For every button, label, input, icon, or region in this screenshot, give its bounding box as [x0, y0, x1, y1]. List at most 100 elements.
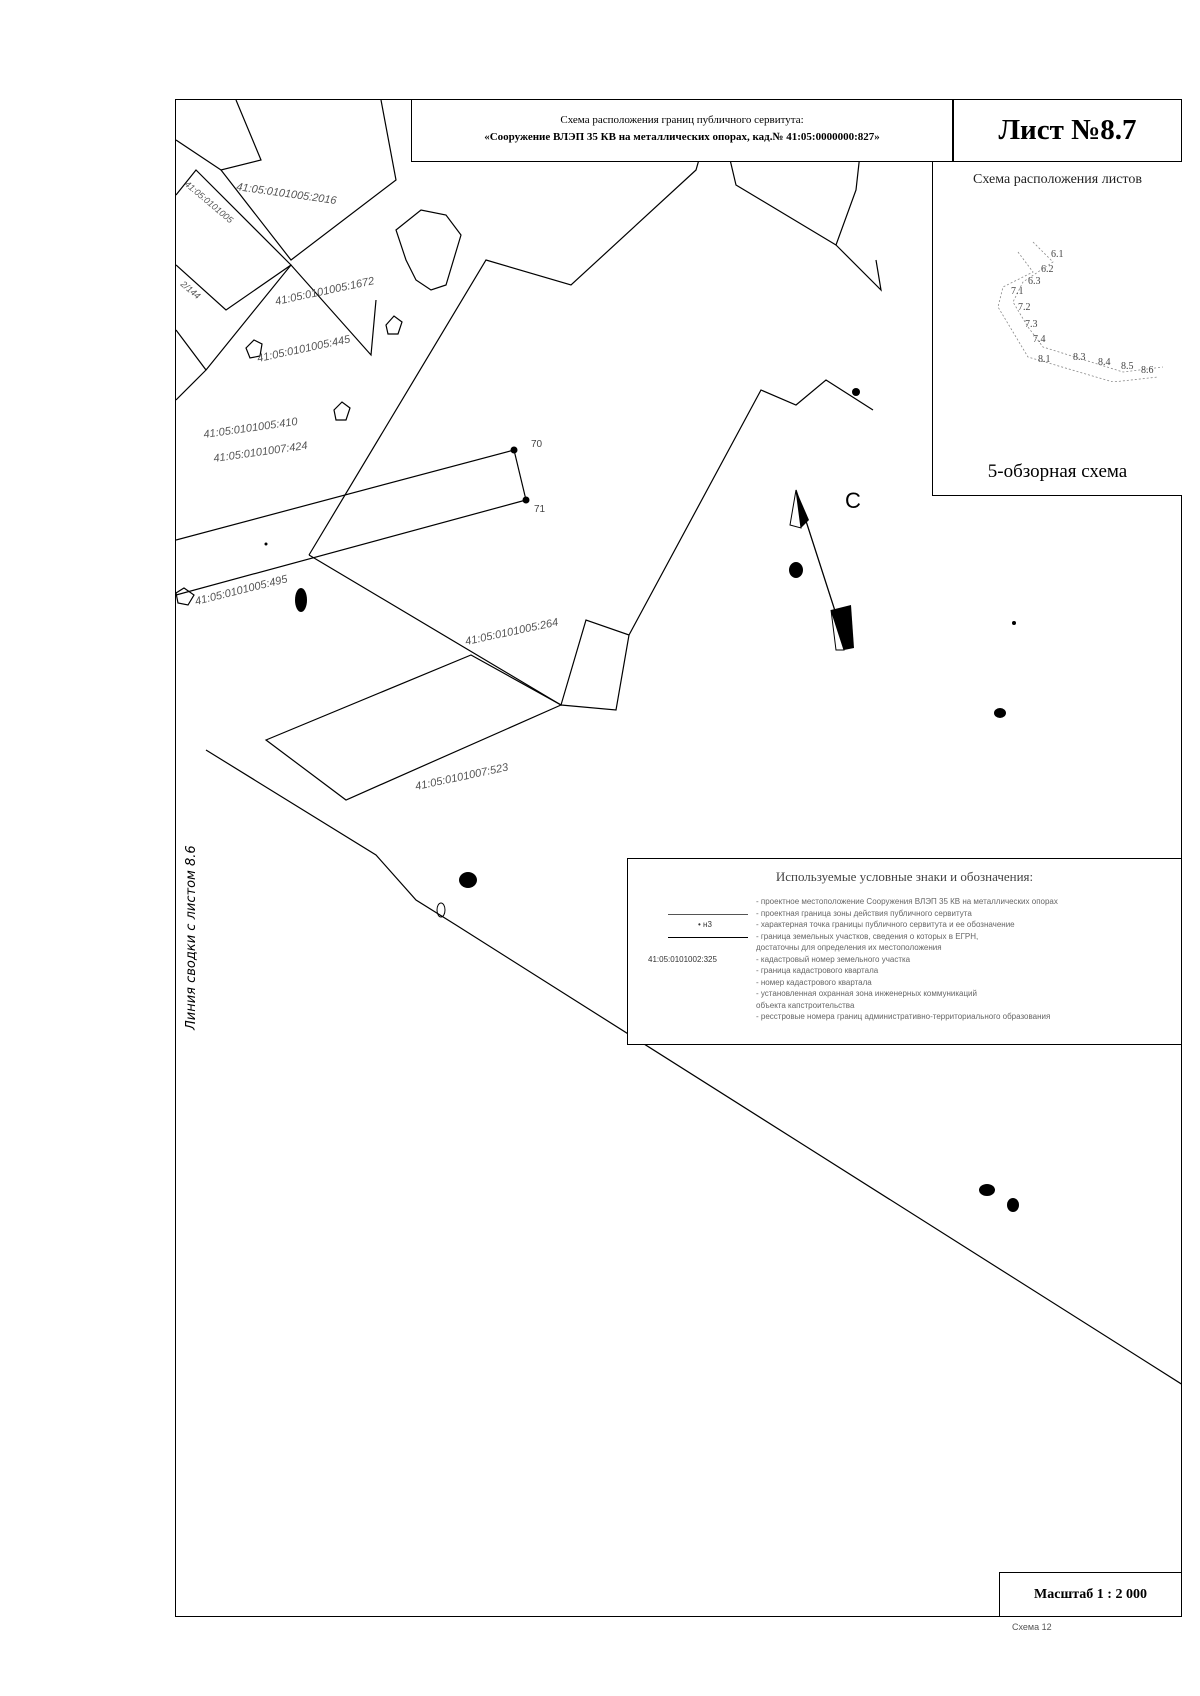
legend-symbol	[668, 1001, 748, 1012]
legend-row: - проектная граница зоны действия публич…	[628, 909, 1175, 920]
sheet-number: Лист №8.7	[953, 99, 1182, 162]
north-label: С	[845, 488, 861, 513]
legend-symbol-label: 41:05:0101002:325	[648, 954, 717, 964]
overview-sheet-label: 8.6	[1141, 365, 1154, 376]
overview-panel: Схема расположения листов 6.1 6.2 6.3 7.…	[932, 162, 1182, 496]
legend-text: - проектная граница зоны действия публич…	[756, 908, 972, 918]
overview-sheet-label: 8.4	[1098, 357, 1111, 368]
legend-row: - проектное местоположение Сооружения ВЛ…	[628, 897, 1175, 908]
map-title-line1: Схема расположения границ публичного сер…	[560, 114, 804, 126]
legend-panel: Используемые условные знаки и обозначени…	[627, 858, 1182, 1045]
legend-title: Используемые условные знаки и обозначени…	[775, 869, 1034, 884]
parcel-label-495[interactable]: 41:05:0101005:495	[194, 573, 290, 608]
parcel-label-424[interactable]: 41:05:0101007:424	[213, 440, 309, 465]
parcel-label-2016[interactable]: 41:05:0101005:2016	[236, 181, 338, 207]
point-70-marker[interactable]	[510, 446, 518, 454]
map-mark	[264, 542, 268, 546]
legend-text: - ресстровые номера границ административ…	[756, 1012, 1051, 1021]
servitude-line-upper	[176, 449, 515, 541]
servitude-line-lower	[176, 499, 527, 596]
point-label-71: 71	[534, 504, 546, 515]
legend-symbol	[668, 897, 748, 908]
parcel-label-left-small[interactable]: 2/144	[178, 278, 202, 301]
legend-symbol	[668, 932, 748, 943]
map-title-box: Схема расположения границ публичного сер…	[411, 99, 953, 162]
parcel-label-264[interactable]: 41:05:0101005:264	[464, 616, 559, 647]
legend-text: - кадастровый номер земельного участка	[756, 954, 911, 964]
parcel-boundary-495-small	[176, 587, 195, 606]
north-arrow	[789, 489, 854, 651]
overview-sheet-label: 6.1	[1051, 249, 1064, 260]
map-mark	[852, 388, 860, 396]
legend-text: - граница земельных участков, сведения о…	[756, 931, 979, 941]
bottom-note: Схема 12	[1012, 1622, 1052, 1632]
legend-text: - характерная точка границы публичного с…	[756, 920, 1015, 929]
legend-symbol	[668, 1012, 748, 1023]
building-outline	[395, 209, 462, 291]
legend-symbol	[668, 978, 748, 989]
legend-text: - граница кадастрового квартала	[756, 966, 879, 975]
parcel-boundary-264-lower2	[560, 634, 630, 711]
map-title-line2: «Сооружение ВЛЭП 35 КВ на металлических …	[484, 131, 880, 143]
legend-symbol	[668, 989, 748, 1000]
parcel-label-410[interactable]: 41:05:0101005:410	[203, 416, 299, 441]
legend-text: достаточны для определения их местополож…	[756, 943, 942, 952]
legend-row: - ресстровые номера границ административ…	[628, 1012, 1175, 1023]
overview-sheet-label: 7.2	[1018, 302, 1031, 313]
overview-caption: 5-обзорная схема	[987, 461, 1128, 482]
overview-sheet-label: 8.1	[1038, 354, 1051, 365]
map-mark	[1012, 621, 1016, 625]
house-outline-445	[245, 339, 263, 359]
legend-row: - номер кадастрового квартала	[628, 978, 1175, 989]
overview-sheet-label: 7.1	[1011, 286, 1024, 297]
parcel-boundary-left-top	[176, 100, 262, 171]
map-mark	[979, 1184, 995, 1196]
overview-sheet-label: 6.2	[1041, 264, 1054, 275]
parcel-label-445[interactable]: 41:05:0101005:445	[256, 333, 352, 365]
overview-sheet-label: 8.3	[1073, 352, 1086, 363]
map-mark-hollow	[436, 902, 446, 918]
legend-row: - граница кадастрового квартала	[628, 966, 1175, 977]
overview-sheet-diagram[interactable]: 6.1 6.2 6.3 7.1 7.2 7.3 7.4 8.1 8.3 8.4 …	[973, 232, 1163, 382]
overview-title: Схема расположения листов	[973, 172, 1142, 187]
road-boundary	[205, 749, 1181, 1385]
map-mark	[459, 872, 477, 888]
legend-text: - установленная охранная зона инженерных…	[756, 989, 977, 998]
legend-row: достаточны для определения их местополож…	[628, 943, 1175, 954]
map-mark	[1007, 1198, 1019, 1212]
cadastral-map[interactable]: 41:05:0101005:2016 41:05:0101005:1672 41…	[176, 100, 1182, 1617]
legend-symbol	[668, 943, 748, 954]
legend-symbol: • н3	[668, 920, 748, 931]
overview-sheet-label: 7.3	[1025, 319, 1038, 330]
parcel-boundary-1672	[176, 329, 207, 401]
legend-row: объекта капстроительства	[628, 1001, 1175, 1012]
parcel-boundary-2016	[220, 100, 397, 261]
legend-row: - установленная охранная зона инженерных…	[628, 989, 1175, 1000]
legend-text: - проектное местоположение Сооружения ВЛ…	[756, 897, 1058, 906]
legend-symbol-label: • н3	[698, 920, 712, 929]
map-mark	[994, 708, 1006, 718]
parcel-boundary-1672b	[205, 264, 377, 371]
overview-sheet-label: 6.3	[1028, 276, 1041, 287]
legend-text: объекта капстроительства	[756, 1000, 855, 1010]
legend-row: 41:05:0101002:325 - кадастровый номер зем…	[628, 955, 1175, 966]
scale-label: Масштаб 1 : 2 000	[999, 1572, 1182, 1617]
sheet-join-line-label: Линия сводки с листом 8.6	[184, 845, 199, 1030]
parcel-label-523[interactable]: 41:05:0101007:523	[414, 761, 510, 793]
house-outline-424	[333, 401, 351, 421]
parcel-boundary-523	[264, 654, 563, 801]
parcel-boundary-right2	[835, 244, 882, 292]
overview-sheet-label: 8.5	[1121, 361, 1134, 372]
point-label-70: 70	[531, 439, 543, 450]
parcel-boundary-264	[308, 100, 717, 556]
legend-row: • н3 - характерная точка границы публично…	[628, 920, 1175, 931]
legend-symbol	[668, 909, 748, 920]
legend-row: - граница земельных участков, сведения о…	[628, 932, 1175, 943]
overview-sheet-label: 7.4	[1033, 334, 1046, 345]
point-71-marker[interactable]	[522, 496, 530, 504]
parcel-boundary-264-lower	[308, 379, 874, 706]
legend-symbol: 41:05:0101002:325	[648, 955, 748, 966]
legend-symbol	[668, 966, 748, 977]
map-frame: 41:05:0101005:2016 41:05:0101005:1672 41…	[175, 99, 1182, 1617]
house-outline-445b	[385, 315, 403, 335]
